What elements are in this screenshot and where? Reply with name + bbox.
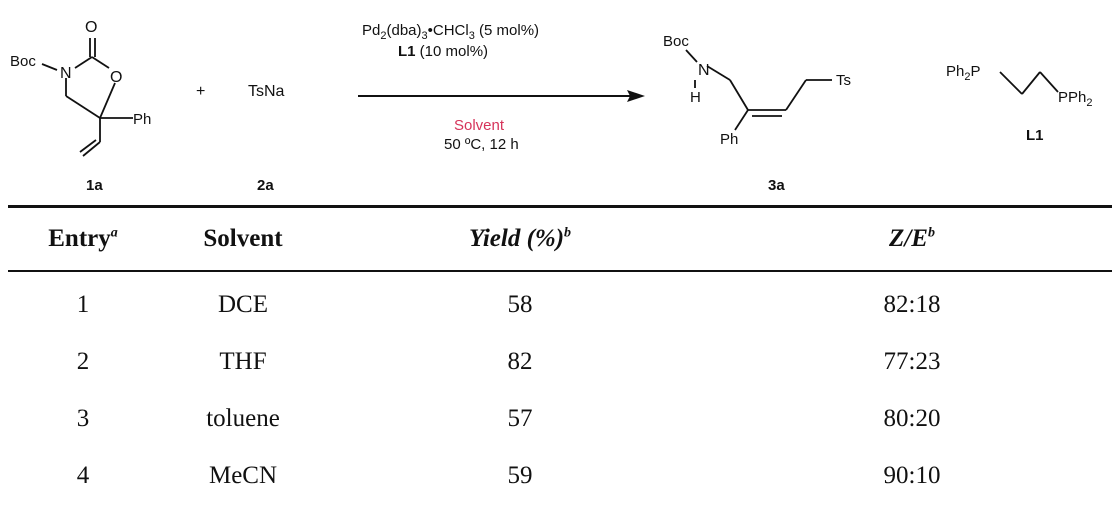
ligand-loading-text: L1 (10 mol%) (398, 43, 488, 60)
reaction-arrow (358, 90, 645, 102)
compound-label-2a: 2a (257, 177, 274, 194)
footnote-a: a (110, 225, 118, 241)
cell-ze: 77:23 (883, 347, 941, 375)
ring-oxygen: O (110, 69, 122, 86)
amine-nitrogen-3a: N (698, 62, 710, 79)
footnote-b-yield: b (564, 225, 572, 241)
header-entry: Entrya (48, 225, 118, 252)
phenyl-3a: Ph (720, 131, 738, 148)
cell-solvent: THF (219, 347, 267, 375)
cell-entry: 2 (76, 347, 90, 375)
p-ch2-bond-l1 (999, 71, 1023, 95)
ligand-label-l1: L1 (1026, 127, 1044, 144)
o-c-bond (99, 82, 116, 119)
boc-group-1a: Boc (10, 53, 36, 70)
compound-label-3a: 3a (768, 177, 785, 194)
header-ze-ratio: Z/Eb (889, 225, 935, 252)
cell-ze: 80:20 (883, 404, 941, 432)
c-n-bond (74, 56, 93, 69)
phenyl-1a: Ph (133, 111, 151, 128)
reagent-tsna: TsNa (248, 83, 285, 100)
solvent-variable-text: Solvent (454, 117, 505, 134)
ligand-backbone (999, 71, 1059, 95)
cell-solvent: toluene (206, 404, 280, 432)
solvent-screening-table: Entrya Solvent Yield (%)b Z/Eb 1 DCE 58 … (8, 208, 1112, 504)
cell-entry: 4 (76, 461, 90, 489)
table-row: 3 toluene 57 80:20 (8, 390, 1112, 447)
ligand-left-phosphine: Ph2P (946, 63, 981, 83)
vinyl-double-bond-2 (79, 139, 97, 153)
header-yield: Yield (%)b (468, 225, 572, 252)
cell-yield: 57 (507, 404, 533, 432)
c-ph-bond-3a (734, 109, 749, 131)
table-header-row: Entrya Solvent Yield (%)b Z/Eb (8, 208, 1112, 270)
boc-n-bond (41, 63, 58, 71)
reaction-scheme: O N O Boc Ph 1a + TsNa 2a Pd2(dba)3•CHCl… (10, 19, 1092, 194)
header-bottom-rule (8, 270, 1112, 272)
vinyl-double-bond (82, 141, 101, 157)
ch2-c-bond-3a (729, 79, 749, 111)
ch2-c-bond (65, 95, 101, 119)
cell-ze: 90:10 (883, 461, 941, 489)
cell-entry: 1 (76, 290, 90, 318)
temperature-time-text: 50 ºC, 12 h (444, 136, 519, 153)
header-solvent: Solvent (203, 225, 283, 252)
tosyl-group-3a: Ts (836, 72, 851, 89)
cell-solvent: DCE (218, 290, 268, 318)
reactant-1a-structure (41, 38, 133, 157)
ligand-right-phosphine: PPh2 (1058, 89, 1092, 109)
cell-entry: 3 (76, 404, 90, 432)
n-ch2-bond-3a (706, 65, 731, 81)
product-3a-structure (685, 49, 832, 131)
ring-nitrogen: N (60, 65, 72, 82)
table-row: 1 DCE 58 82:18 (8, 276, 1112, 333)
plus-sign: + (196, 83, 205, 100)
ch2-p-bond-l1 (1039, 71, 1059, 93)
amine-hydrogen-3a: H (690, 89, 701, 106)
c-o-bond (91, 56, 110, 69)
c-ch2-bond-3a (785, 79, 807, 111)
ch2-ch2-bond-l1 (1021, 71, 1041, 95)
footnote-b-ze: b (927, 225, 935, 241)
table-row: 2 THF 82 77:23 (8, 333, 1112, 390)
table-top-rule (8, 205, 1112, 208)
carbonyl-oxygen: O (85, 19, 97, 36)
table-row: 4 MeCN 59 90:10 (8, 447, 1112, 504)
compound-label-1a: 1a (86, 177, 103, 194)
cell-ze: 82:18 (883, 290, 941, 318)
cell-yield: 59 (507, 461, 533, 489)
cell-solvent: MeCN (208, 461, 278, 489)
catalyst-text: Pd2(dba)3•CHCl3 (5 mol%) (362, 22, 539, 42)
boc-group-3a: Boc (663, 33, 689, 50)
cell-yield: 58 (507, 290, 533, 318)
boc-n-bond-3a (685, 49, 698, 63)
cell-yield: 82 (507, 347, 533, 375)
